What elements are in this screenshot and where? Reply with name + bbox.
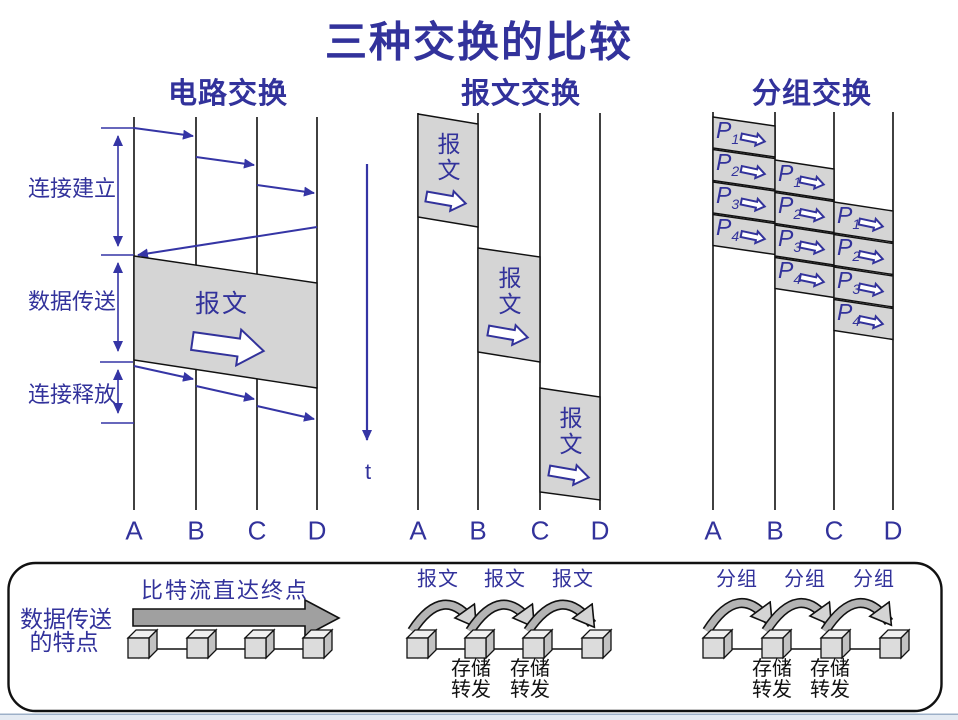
packet-label: P1 — [778, 160, 802, 191]
store-forward-label: 存储转发 — [752, 658, 792, 701]
packet-hop-label: 分组 — [784, 568, 826, 591]
packet-label: P2 — [837, 234, 861, 265]
node-label: A — [125, 515, 143, 546]
node-label: A — [409, 515, 427, 546]
phase-label-transfer: 数据传送 — [27, 289, 117, 314]
column-header-circuit: 电路交换 — [167, 78, 289, 110]
panel-caption-line2: 的特点 — [29, 629, 99, 655]
message-band-label: 报文 — [495, 266, 521, 318]
packet-label: P4 — [716, 214, 740, 245]
packet-label: P3 — [778, 225, 802, 256]
message-hop-label: 报文 — [484, 568, 526, 591]
packet-boxes — [712, 116, 894, 341]
packet-label: P3 — [837, 267, 861, 298]
node-label: C — [530, 515, 550, 546]
phase-measure-marks — [100, 127, 134, 424]
message-band-label: 报文 — [556, 406, 582, 458]
time-axis-label: t — [364, 459, 372, 484]
node-label: D — [883, 515, 903, 546]
phase-label-setup: 连接建立 — [27, 176, 117, 201]
packet-hop-label: 分组 — [853, 568, 895, 591]
footer-strip-line — [0, 713, 958, 716]
packet-label: P2 — [716, 149, 740, 180]
connection-setup-arrows — [133, 127, 318, 259]
circuit-message-label: 报文 — [194, 290, 250, 318]
message-band-label: 报文 — [434, 132, 460, 184]
node-label: B — [469, 515, 487, 546]
packet-label: P3 — [716, 182, 740, 213]
connection-release-arrows — [133, 365, 315, 422]
packet-label: P4 — [778, 257, 802, 288]
page-title: 三种交换的比较 — [324, 18, 634, 66]
footer-strip — [0, 715, 958, 720]
packet-label: P4 — [837, 299, 861, 330]
column-header-packet: 分组交换 — [751, 78, 873, 110]
message-hop-label: 报文 — [552, 568, 594, 591]
store-forward-label: 存储转发 — [510, 658, 550, 701]
circuit-message-band — [133, 255, 318, 389]
store-forward-label: 存储转发 — [451, 658, 491, 701]
packet-label: P1 — [837, 202, 861, 233]
node-label: D — [307, 515, 327, 546]
packet-hop-arcs — [702, 598, 894, 634]
packet-hop-label: 分组 — [716, 568, 758, 591]
bottom-panel-border — [7, 561, 943, 713]
node-label: B — [187, 515, 205, 546]
node-label: B — [766, 515, 784, 546]
bitstream-arrow — [132, 598, 341, 638]
message-hop-arcs — [407, 599, 597, 634]
node-label: A — [704, 515, 722, 546]
circuit-feature-label: 比特流直达终点 — [140, 578, 310, 603]
node-label: C — [247, 515, 267, 546]
panel-caption-line1: 数据传送 — [20, 606, 112, 632]
packet-label: P1 — [716, 117, 740, 148]
packet-label: P2 — [778, 192, 802, 223]
node-label: C — [824, 515, 844, 546]
phase-label-release: 连接释放 — [27, 382, 117, 407]
column-header-message: 报文交换 — [460, 78, 582, 110]
message-hop-label: 报文 — [417, 568, 459, 591]
node-cube-icons — [127, 629, 910, 659]
store-forward-label: 存储转发 — [810, 658, 850, 701]
node-label: D — [590, 515, 610, 546]
